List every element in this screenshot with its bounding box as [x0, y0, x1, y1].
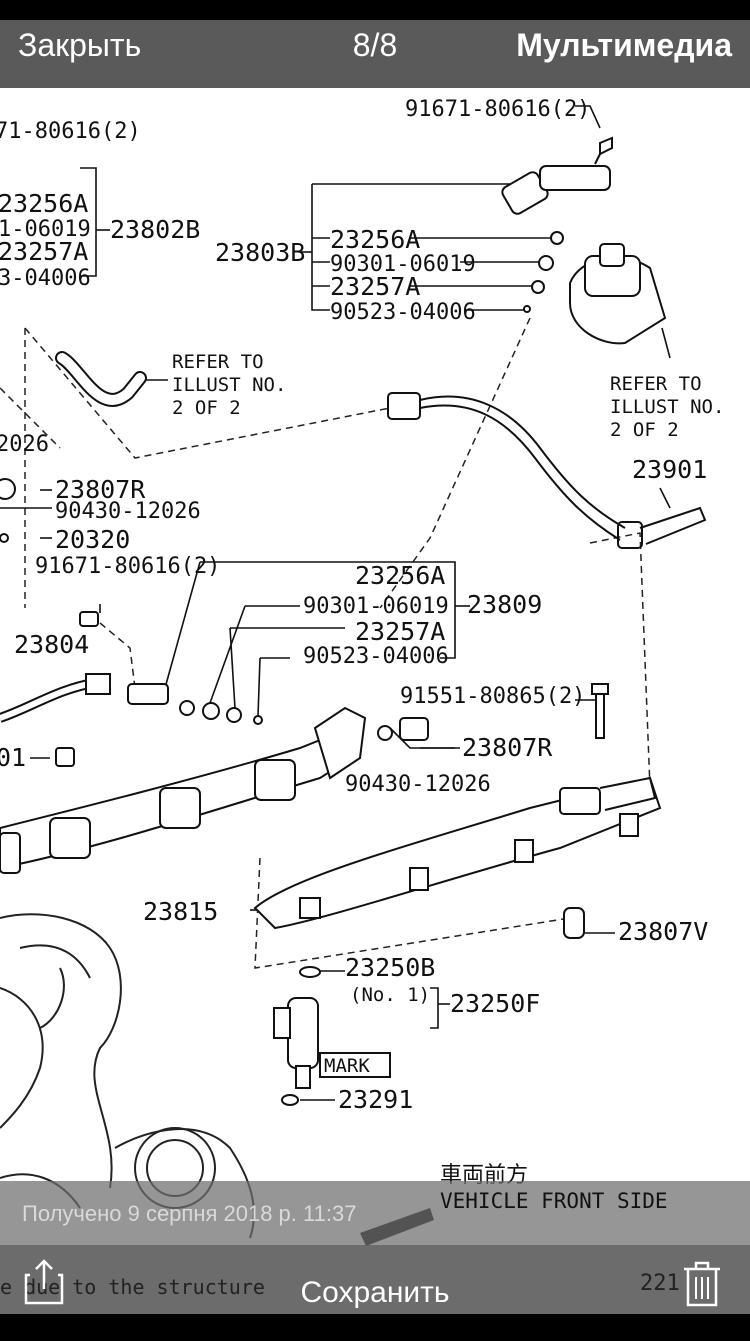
label-refer-right-3: 2 OF 2 [610, 419, 679, 441]
label-left-23257a: 23257A [0, 237, 88, 266]
label-90430: 90430-12026 [55, 499, 201, 524]
label-23802b: 23802B [110, 215, 200, 244]
label-bolt-mid: 91671-80616(2) [35, 554, 220, 579]
label-b-90301: 90301-06019 [330, 252, 476, 277]
label-bolt-right: 91551-80865(2) [400, 684, 585, 709]
label-23250b: 23250B [345, 953, 435, 982]
label-23807r: 23807R [55, 475, 146, 504]
label-23901: 23901 [632, 455, 707, 484]
label-b-23257a: 23257A [330, 272, 420, 301]
caption-bar: Получено 9 серпня 2018 р. 11:37 VEHICLE … [0, 1181, 750, 1245]
label-c-90301: 90301-06019 [303, 594, 449, 619]
label-left-06019: 1-06019 [0, 217, 91, 242]
top-navigation-bar: Закрыть 8/8 Мультимедиа [0, 20, 750, 88]
vehicle-front-label: VEHICLE FRONT SIDE [440, 1189, 668, 1213]
label-top-bolt: 91671-80616(2) [405, 97, 590, 122]
label-mark: MARK [324, 1055, 370, 1077]
label-2026-partial: 2026 [0, 432, 49, 457]
close-button[interactable]: Закрыть [18, 27, 142, 63]
label-23803b: 23803B [215, 238, 305, 267]
parts-diagram: 71-80616(2) 23256A 1-06019 23257A 3-0400… [0, 97, 724, 1246]
label-23807r-2: 23807R [462, 733, 553, 762]
label-90430-2: 90430-12026 [345, 772, 491, 797]
label-01-partial: 01 [0, 743, 26, 772]
label-23807v: 23807V [618, 917, 708, 946]
label-23809: 23809 [467, 590, 542, 619]
home-indicator-area [0, 1314, 750, 1334]
trash-icon[interactable] [680, 1259, 724, 1309]
label-c-90523: 90523-04006 [303, 644, 449, 669]
label-b-90523: 90523-04006 [330, 300, 476, 325]
label-refer-right-2: ILLUST NO. [610, 396, 724, 418]
label-23291: 23291 [338, 1085, 413, 1114]
label-refer-right-1: REFER TO [610, 373, 702, 395]
received-date: Получено 9 серпня 2018 р. 11:37 [22, 1201, 357, 1226]
label-23250f: 23250F [450, 989, 540, 1018]
label-no1: (No. 1) [350, 984, 430, 1006]
label-c-23256a: 23256A [355, 561, 445, 590]
label-23815: 23815 [143, 897, 218, 926]
bottom-toolbar: e due to the structure 221 Сохранить [0, 1245, 750, 1314]
label-b-23256a: 23256A [330, 225, 420, 254]
label-top-left-partial: 71-80616(2) [0, 119, 141, 144]
image-viewer[interactable]: 71-80616(2) 23256A 1-06019 23257A 3-0400… [0, 88, 750, 1314]
label-left-04006: 3-04006 [0, 266, 91, 291]
footer-code: 221 [640, 1271, 680, 1296]
share-icon[interactable] [22, 1257, 66, 1307]
label-20320: 20320 [55, 525, 130, 554]
label-c-23257a: 23257A [355, 617, 445, 646]
label-left-23256a: 23256A [0, 189, 88, 218]
label-refer-left-1: REFER TO [172, 351, 264, 373]
label-refer-left-3: 2 OF 2 [172, 397, 241, 419]
status-bar [0, 0, 750, 20]
label-refer-left-2: ILLUST NO. [172, 374, 286, 396]
label-23804: 23804 [14, 630, 89, 659]
multimedia-button[interactable]: Мультимедиа [516, 27, 732, 63]
